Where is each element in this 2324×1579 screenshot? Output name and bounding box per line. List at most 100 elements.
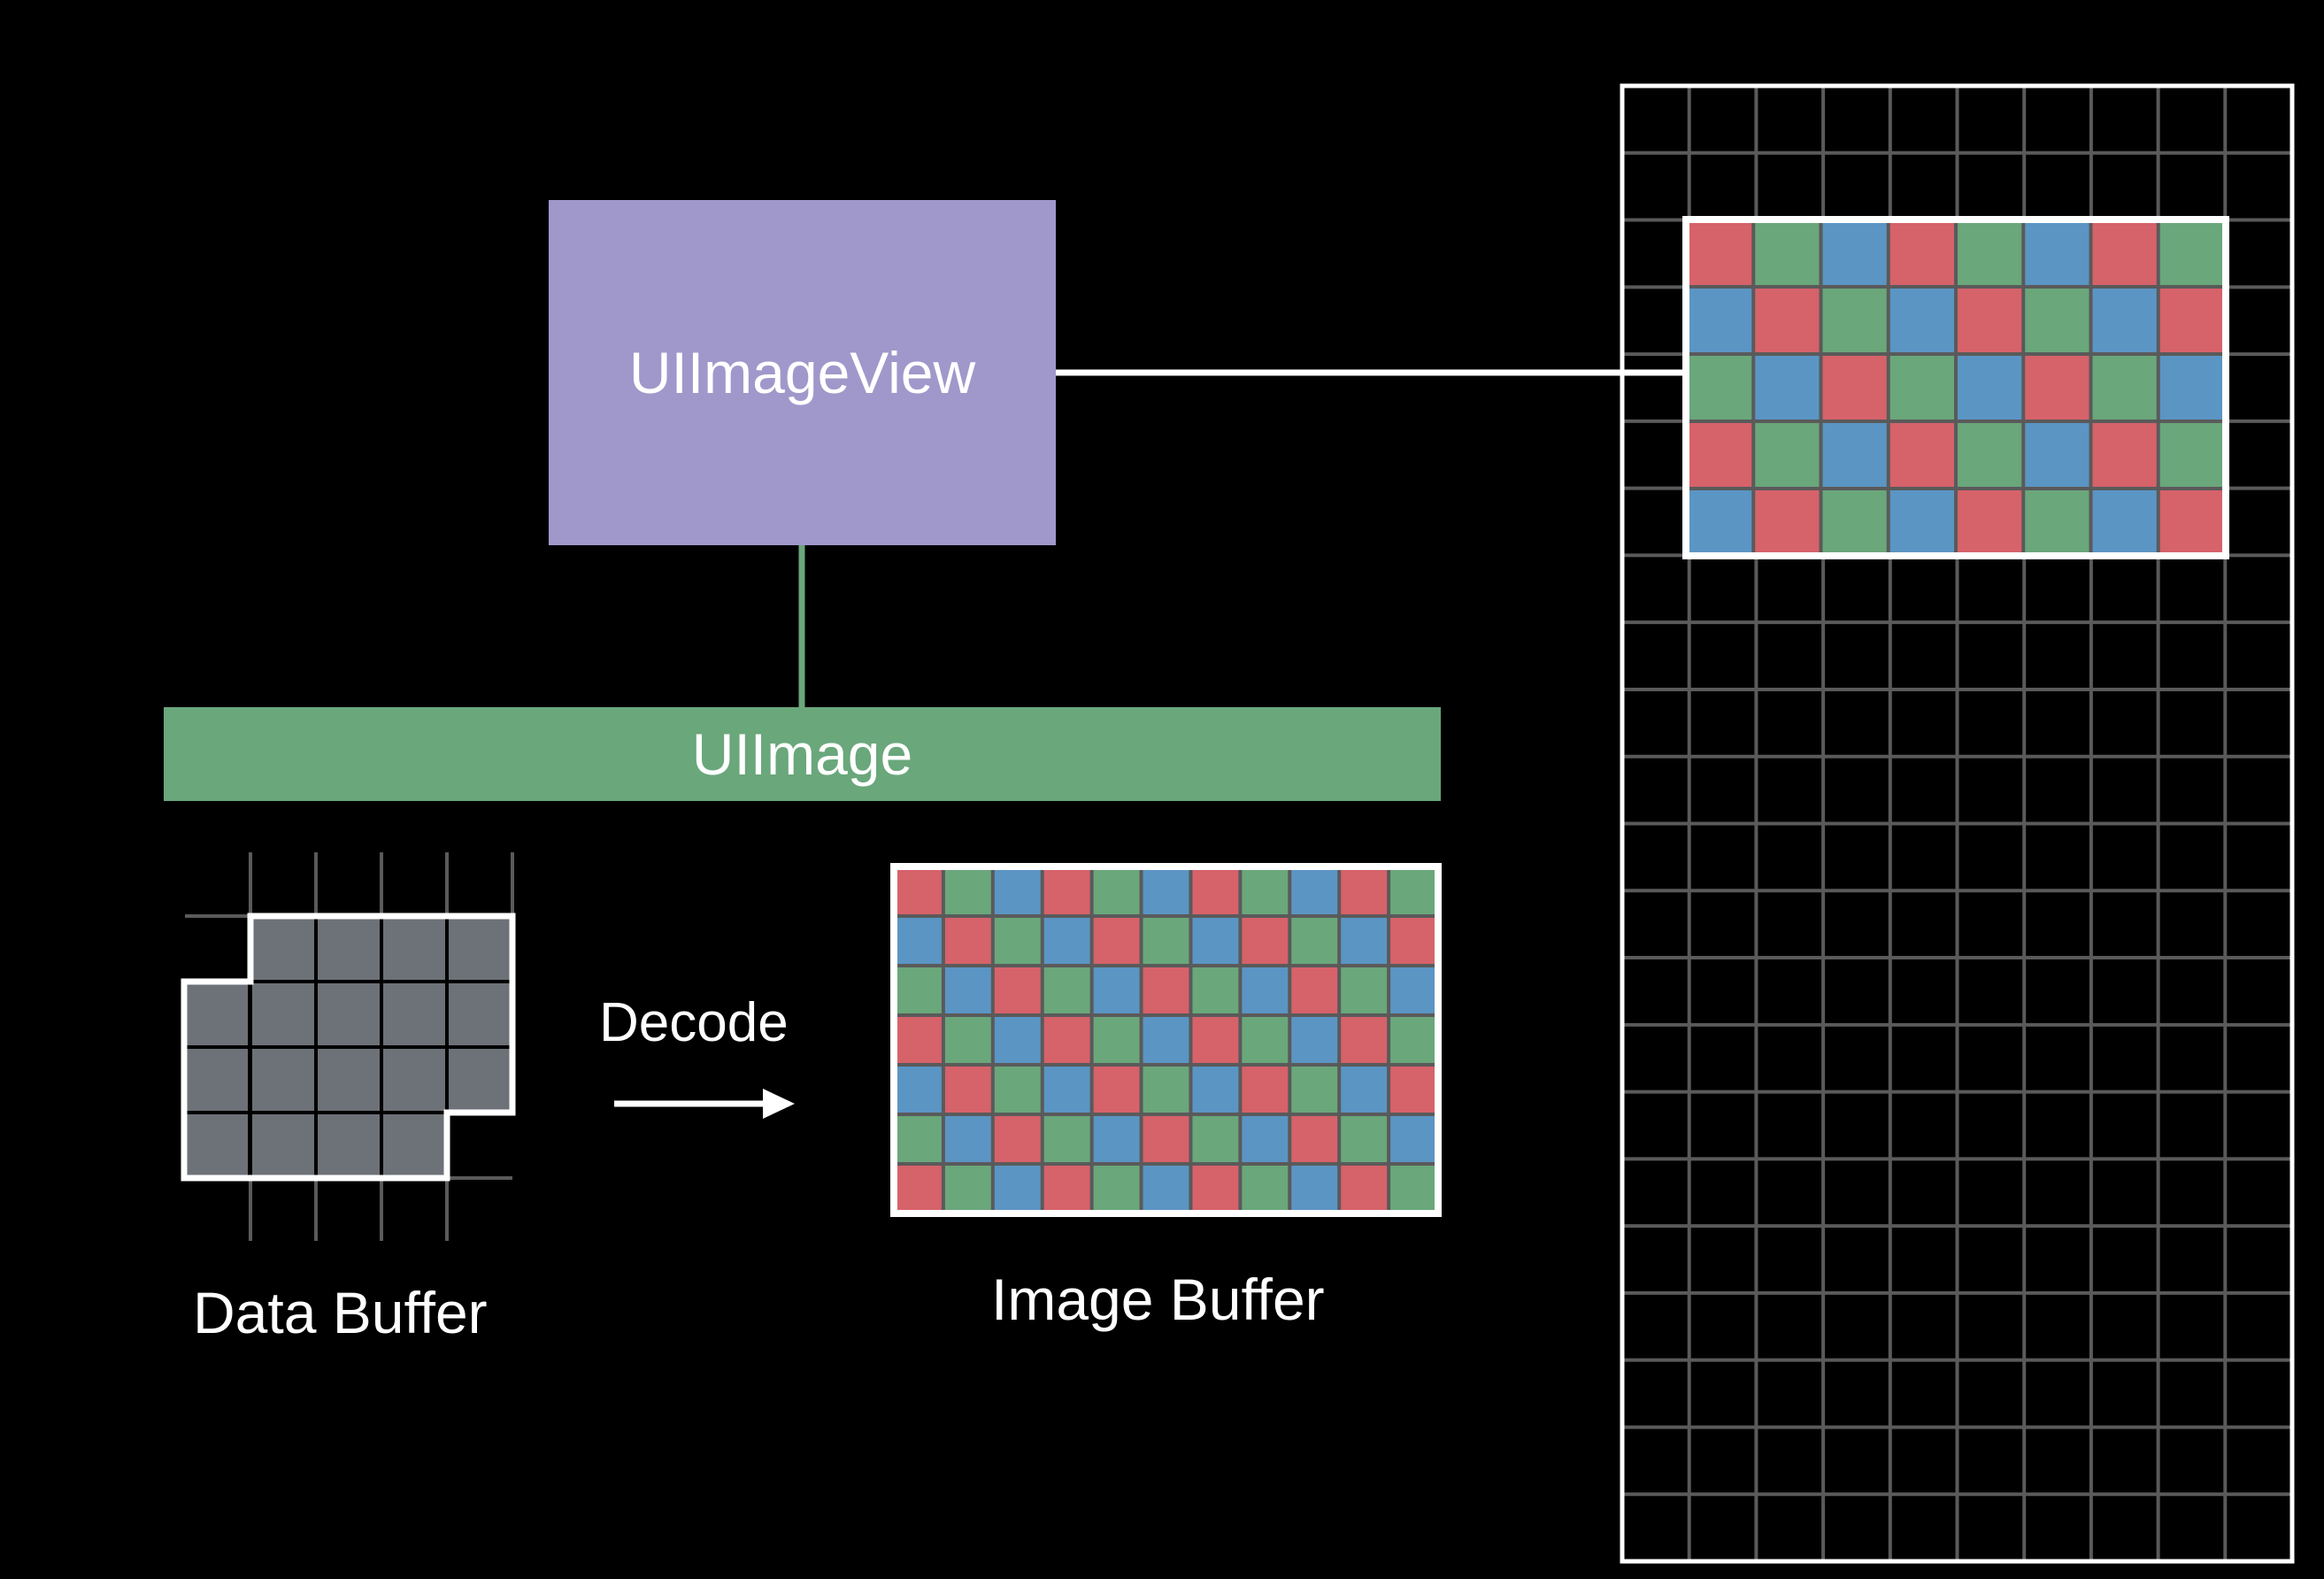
image-buffer-pixel <box>896 868 942 914</box>
image-buffer-pixel <box>1043 868 1090 914</box>
image-buffer-pixel <box>1043 967 1090 1013</box>
image-buffer-pixel <box>1043 1067 1090 1113</box>
image-buffer-pixel <box>1143 1166 1189 1212</box>
image-buffer-pixel <box>896 967 942 1013</box>
image-buffer-pixel <box>1143 1067 1189 1113</box>
rendered-pixel <box>2092 423 2157 487</box>
image-buffer-pixel <box>1390 1017 1436 1063</box>
image-buffer-pixel <box>1242 1116 1289 1162</box>
data-buffer-label: Data Buffer <box>193 1280 488 1345</box>
data-buffer-cell <box>449 918 511 980</box>
rendered-pixel <box>1755 221 1820 285</box>
image-buffer-pixel <box>1291 1067 1338 1113</box>
image-buffer-pixel <box>1242 918 1289 964</box>
image-buffer-pixel <box>1390 868 1436 914</box>
image-buffer-pixel <box>1043 918 1090 964</box>
image-buffer-pixel <box>1192 1166 1239 1212</box>
rendered-pixel <box>2159 490 2224 554</box>
rendered-pixel <box>1688 289 1752 352</box>
image-buffer-pixel <box>944 967 991 1013</box>
image-buffer-pixel <box>1192 967 1239 1013</box>
image-buffer-pixel <box>1390 1067 1436 1113</box>
image-buffer-pixel <box>896 1166 942 1212</box>
image-buffer-pixel <box>1341 868 1388 914</box>
image-buffer-pixel <box>1242 1166 1289 1212</box>
rendered-pixel <box>2025 490 2089 554</box>
rendered-pixel <box>2159 423 2224 487</box>
rendered-pixel <box>1822 423 1887 487</box>
rendered-pixel <box>1958 423 2022 487</box>
rendered-pixel <box>2092 356 2157 420</box>
image-buffer-outline <box>890 863 1442 1217</box>
image-buffer-pixel <box>944 1017 991 1063</box>
image-buffer-pixel <box>1390 1116 1436 1162</box>
image-buffer-pixel <box>1093 1116 1140 1162</box>
data-buffer-cell <box>252 1049 314 1111</box>
decode-label: Decode <box>599 992 789 1053</box>
rendered-pixel <box>2159 221 2224 285</box>
image-buffer-pixel <box>1093 1067 1140 1113</box>
data-buffer-cell <box>449 1049 511 1111</box>
image-buffer-pixel <box>1291 967 1338 1013</box>
rendered-pixel <box>1889 221 1954 285</box>
rendered-pixel <box>2159 356 2224 420</box>
rendered-pixel <box>2092 289 2157 352</box>
data-buffer-cell <box>383 1114 445 1176</box>
rendered-pixel <box>1889 423 1954 487</box>
rendered-pixel <box>1822 490 1887 554</box>
rendered-pixel <box>1889 289 1954 352</box>
data-buffer-cell <box>186 1049 248 1111</box>
image-buffer-pixel <box>1093 1166 1140 1212</box>
uiimage-label: UIImage <box>691 721 913 787</box>
rendered-pixel <box>2025 423 2089 487</box>
data-buffer-cell <box>383 1049 445 1111</box>
rendered-pixel <box>1822 356 1887 420</box>
rendered-pixel <box>1822 221 1887 285</box>
image-buffer-pixel <box>994 918 1041 964</box>
image-buffer-pixel <box>1192 918 1239 964</box>
rendered-pixel <box>1755 490 1820 554</box>
rendered-pixel <box>1755 356 1820 420</box>
image-buffer-label: Image Buffer <box>991 1267 1325 1332</box>
data-buffer-cell <box>252 1114 314 1176</box>
data-buffer-cell <box>383 983 445 1045</box>
image-buffer-pixel <box>944 1166 991 1212</box>
uiimageview-label: UIImageView <box>628 340 976 405</box>
data-buffer-cell <box>318 918 380 980</box>
frame-buffer-outline <box>1620 83 2295 1564</box>
image-buffer-pixel <box>1341 1067 1388 1113</box>
rendered-pixel <box>1958 490 2022 554</box>
image-buffer-pixel <box>1390 1166 1436 1212</box>
image-buffer-pixel <box>1291 1116 1338 1162</box>
image-buffer-pixel <box>1043 1017 1090 1063</box>
image-buffer-pixel <box>1242 1067 1289 1113</box>
rendered-pixel <box>1688 221 1752 285</box>
image-buffer-pixel <box>1291 1017 1338 1063</box>
image-buffer-pixel <box>994 1067 1041 1113</box>
rendered-pixel <box>1755 423 1820 487</box>
data-buffer-cell <box>318 1049 380 1111</box>
rendered-pixel <box>1889 490 1954 554</box>
image-buffer-pixel <box>1143 918 1189 964</box>
rendered-pixel <box>1958 221 2022 285</box>
image-buffer-pixel <box>1192 1017 1239 1063</box>
image-buffer-pixel <box>1143 1116 1189 1162</box>
image-buffer-pixel <box>1291 1166 1338 1212</box>
rendered-pixel <box>1755 289 1820 352</box>
data-buffer-cell <box>252 983 314 1045</box>
rendered-pixel <box>2159 289 2224 352</box>
data-buffer-outline <box>181 913 516 1182</box>
uiimageview-box: UIImageView <box>549 200 1056 545</box>
data-buffer-cell <box>383 918 445 980</box>
frame-buffer-grid <box>1620 83 2295 1564</box>
image-buffer-pixel <box>1192 868 1239 914</box>
rendered-pixel <box>2025 221 2089 285</box>
image-buffer-pixel <box>994 1166 1041 1212</box>
image-buffer-pixel <box>1341 918 1388 964</box>
image-buffer-pixel <box>944 918 991 964</box>
image-buffer-pixel <box>1043 1166 1090 1212</box>
image-buffer-pixel <box>1143 967 1189 1013</box>
image-buffer-pixel <box>1093 918 1140 964</box>
image-buffer-pixel <box>944 868 991 914</box>
